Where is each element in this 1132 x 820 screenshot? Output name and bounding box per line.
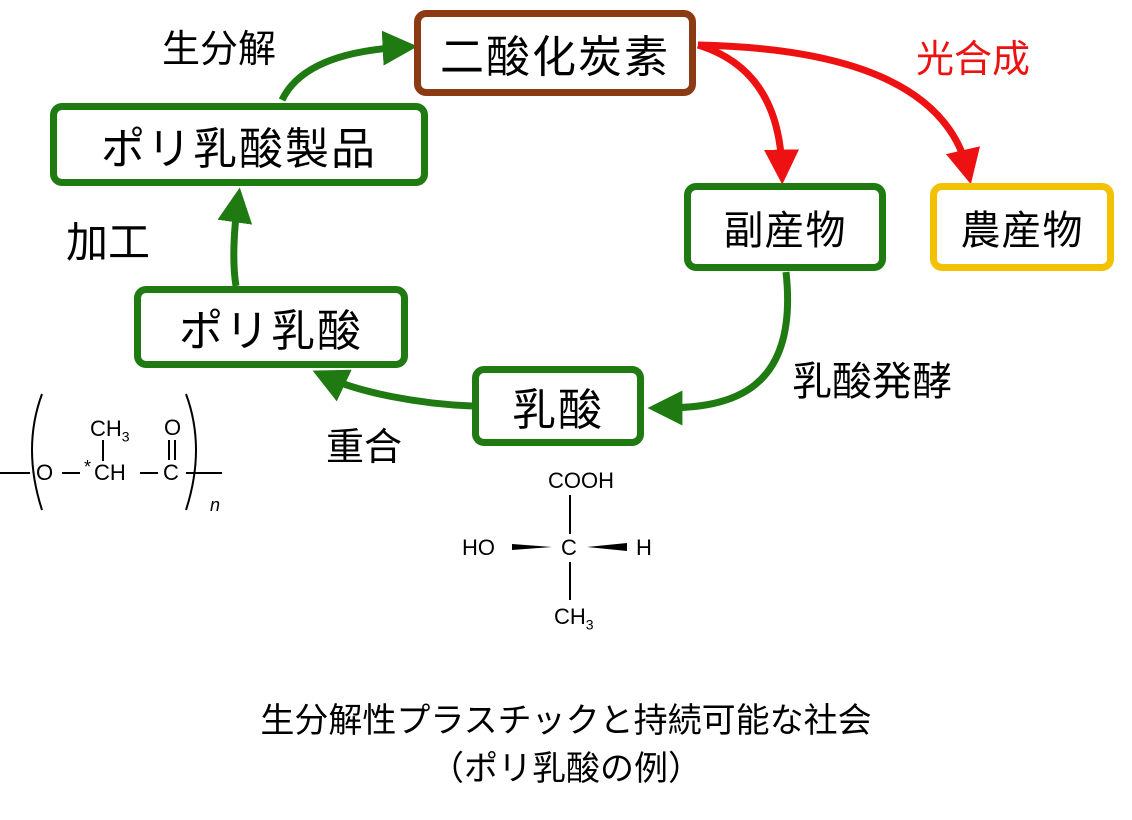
- processing-arrow: [217, 187, 253, 287]
- fermentation-arrow: [647, 271, 792, 426]
- crops-label: 農産物: [960, 208, 1084, 254]
- caption-title: 生分解性プラスチックと持続可能な社会: [260, 701, 872, 741]
- byproduct-label: 副産物: [723, 208, 847, 254]
- polymer-carbon: C: [163, 460, 179, 485]
- pla-node: ポリ乳酸: [134, 286, 408, 368]
- polymer-formula-lines: [0, 393, 222, 511]
- lactic-acid-label: 乳酸: [512, 385, 604, 436]
- co2-node: 二酸化炭素: [414, 10, 696, 96]
- byproduct-node: 副産物: [684, 183, 886, 271]
- pla-products-node: ポリ乳酸製品: [50, 103, 428, 186]
- lactic-hydrogen: H: [636, 535, 652, 560]
- crops-node: 農産物: [930, 183, 1114, 271]
- polymer-carbonyl-oxygen: O: [164, 415, 182, 440]
- polymer-repeat-n: n: [210, 495, 221, 515]
- biodegradation-label: 生分解: [162, 27, 277, 71]
- polymer-chiral-mark: *: [84, 457, 92, 477]
- caption-subtitle: （ポリ乳酸の例）: [430, 749, 702, 789]
- lactic-fermentation-label: 乳酸発酵: [792, 359, 952, 405]
- polymerization-arrow: [312, 369, 473, 410]
- biodegradation-arrow: [278, 30, 418, 102]
- photosynthesis-arrow-crops: [697, 41, 981, 185]
- lactic-center-carbon: C: [561, 535, 577, 560]
- lactic-hydroxyl: HO: [462, 535, 495, 560]
- polymer-ch: CH: [94, 460, 126, 485]
- photosynthesis-arrow-byproduct: [696, 41, 800, 185]
- lactic-carboxyl: COOH: [548, 468, 614, 493]
- pla-products-label: ポリ乳酸製品: [101, 123, 377, 175]
- co2-label: 二酸化炭素: [440, 32, 670, 83]
- polymer-ester-oxygen: O: [36, 460, 54, 485]
- lactic-acid-structure-lines: [512, 495, 627, 600]
- lactic-acid-node: 乳酸: [472, 366, 644, 446]
- lactic-methyl: CH3: [554, 604, 594, 633]
- processing-label: 加工: [66, 218, 151, 267]
- photosynthesis-label: 光合成: [916, 37, 1031, 81]
- polymerization-label: 重合: [326, 425, 403, 469]
- polymer-methyl: CH3: [90, 416, 130, 445]
- pla-label: ポリ乳酸: [179, 306, 363, 357]
